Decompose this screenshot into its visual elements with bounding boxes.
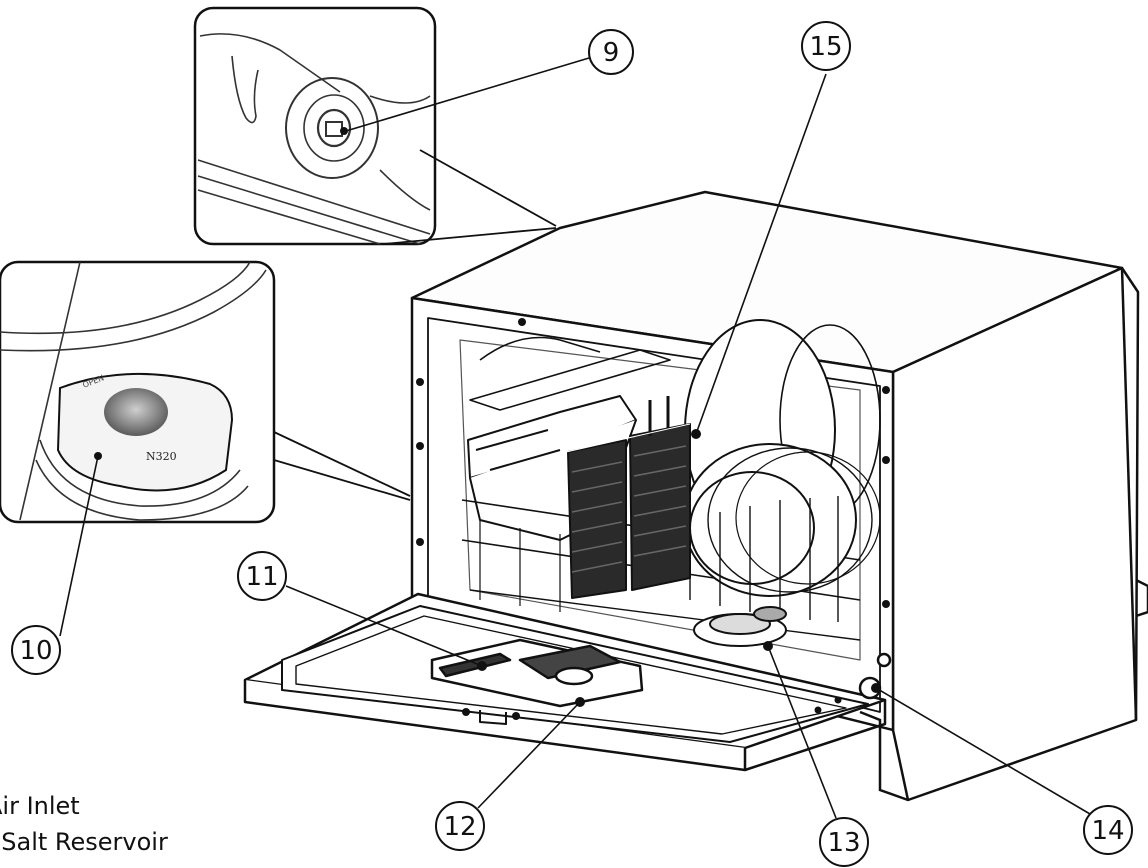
callout-12-circle — [435, 801, 485, 851]
inset-connectors — [273, 149, 557, 501]
detergent-dispenser — [430, 638, 644, 708]
inset-salt-reservoir: N320 OPEN — [0, 260, 276, 524]
callout-10-label: 10 — [19, 636, 52, 666]
callout-13-label: 13 — [827, 828, 860, 858]
callout-9-label: 9 — [603, 38, 620, 68]
salt-cap-text: N320 — [146, 450, 177, 463]
callout-13-circle — [819, 817, 869, 867]
salt-cap-knob — [104, 388, 168, 436]
callout-14-label: 14 — [1091, 816, 1124, 846]
cutlery-basket — [565, 396, 691, 599]
dishwasher-door — [243, 592, 892, 772]
inset-air-inlet — [193, 6, 437, 246]
parts-legend: Air Inlet . Salt Reservoir — [0, 788, 168, 860]
callout-9-circle — [588, 29, 634, 75]
callout-15-circle — [801, 21, 851, 71]
legend-item-air-inlet: Air Inlet — [0, 792, 80, 820]
leader-lines — [59, 57, 1091, 819]
callout-11-label: 11 — [245, 562, 278, 592]
callout-15-label: 15 — [809, 32, 842, 62]
legend-item-salt-reservoir: . Salt Reservoir — [0, 828, 168, 856]
base-edge — [859, 710, 909, 802]
callout-11-circle — [237, 551, 287, 601]
callout-14-circle — [1083, 805, 1133, 855]
leader-dots — [477, 429, 881, 707]
callout-10-circle — [11, 625, 61, 675]
dishwasher-interior — [459, 319, 881, 661]
callout-12-label: 12 — [443, 812, 476, 842]
